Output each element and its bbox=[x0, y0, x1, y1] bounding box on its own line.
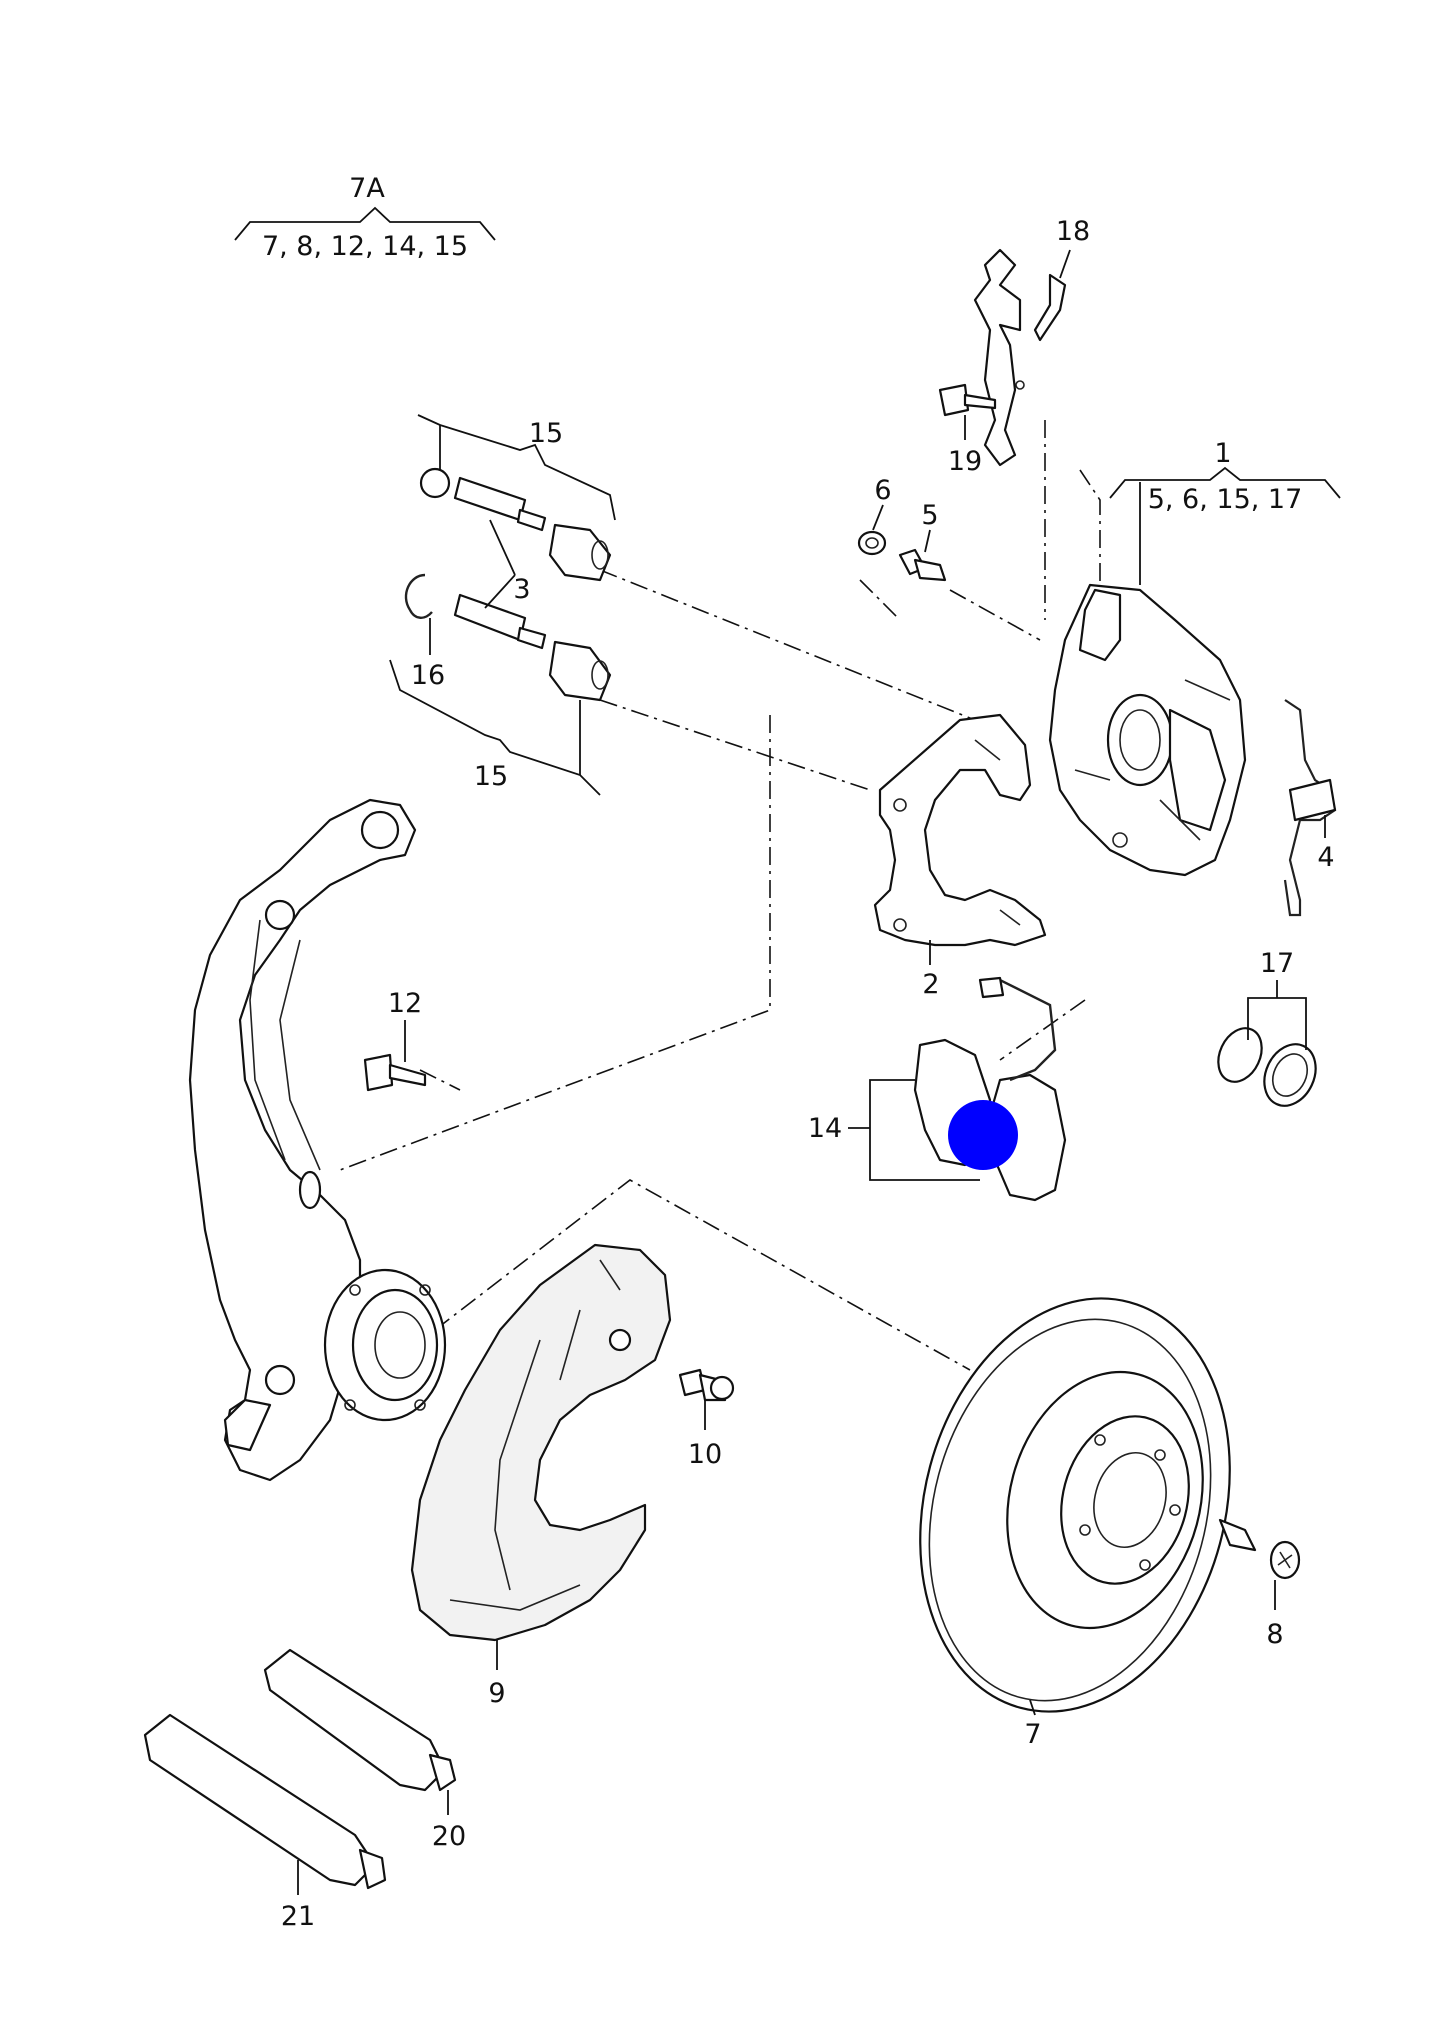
callout-5: 5 bbox=[921, 500, 938, 531]
part-brake-disc bbox=[919, 1297, 1231, 1713]
part-disc-screw bbox=[1218, 1518, 1301, 1580]
callout-8: 8 bbox=[1266, 1619, 1283, 1650]
callout-7: 7 bbox=[1024, 1719, 1041, 1750]
part-shield-screw bbox=[678, 1368, 735, 1402]
callout-4: 4 bbox=[1317, 842, 1334, 873]
callout-16: 16 bbox=[411, 660, 445, 691]
callout-1-sub: 5, 6, 15, 17 bbox=[1148, 484, 1303, 515]
part-knuckle-bolt bbox=[363, 1053, 427, 1092]
callout-20: 20 bbox=[432, 1821, 466, 1852]
callout-15-bottom: 15 bbox=[474, 761, 508, 792]
part-bleeder-valve bbox=[898, 548, 947, 582]
callout-6: 6 bbox=[874, 475, 891, 506]
callout-21: 21 bbox=[281, 1901, 315, 1932]
part-seal-rings bbox=[1217, 1027, 1317, 1107]
callout-2: 2 bbox=[922, 969, 939, 1000]
part-dust-cap bbox=[857, 530, 887, 556]
part-guide-pin-lower bbox=[404, 573, 612, 702]
blue-marker-dot bbox=[948, 1100, 1018, 1170]
leader-lines bbox=[234, 206, 1341, 1895]
assembly-lines bbox=[339, 420, 1216, 1531]
callout-7A-sub: 7, 8, 12, 14, 15 bbox=[262, 231, 468, 262]
callout-labels: 7A 7, 8, 12, 14, 15 1 5, 6, 15, 17 18 19… bbox=[262, 173, 1335, 1932]
part-caliper-carrier bbox=[873, 713, 1047, 947]
callout-1: 1 bbox=[1214, 438, 1231, 469]
part-spring-clip bbox=[1283, 699, 1337, 917]
callout-10: 10 bbox=[688, 1439, 722, 1470]
part-brake-line-bracket bbox=[973, 248, 1067, 467]
part-bracket-bolt bbox=[938, 383, 997, 417]
part-guide-pin-upper bbox=[419, 467, 612, 582]
part-splash-shield bbox=[410, 1243, 672, 1642]
part-paste-tube-20 bbox=[263, 1648, 457, 1792]
callout-7A: 7A bbox=[349, 173, 385, 204]
callout-12: 12 bbox=[388, 988, 422, 1019]
callout-18: 18 bbox=[1056, 216, 1090, 247]
callout-15-top: 15 bbox=[529, 418, 563, 449]
part-steering-knuckle bbox=[188, 798, 447, 1482]
part-paste-tube-21 bbox=[143, 1713, 387, 1890]
callout-14: 14 bbox=[808, 1113, 842, 1144]
callout-17: 17 bbox=[1260, 948, 1294, 979]
callout-9: 9 bbox=[488, 1678, 505, 1709]
callout-19: 19 bbox=[948, 446, 982, 477]
part-brake-caliper bbox=[1048, 583, 1247, 877]
callout-3: 3 bbox=[513, 574, 530, 605]
